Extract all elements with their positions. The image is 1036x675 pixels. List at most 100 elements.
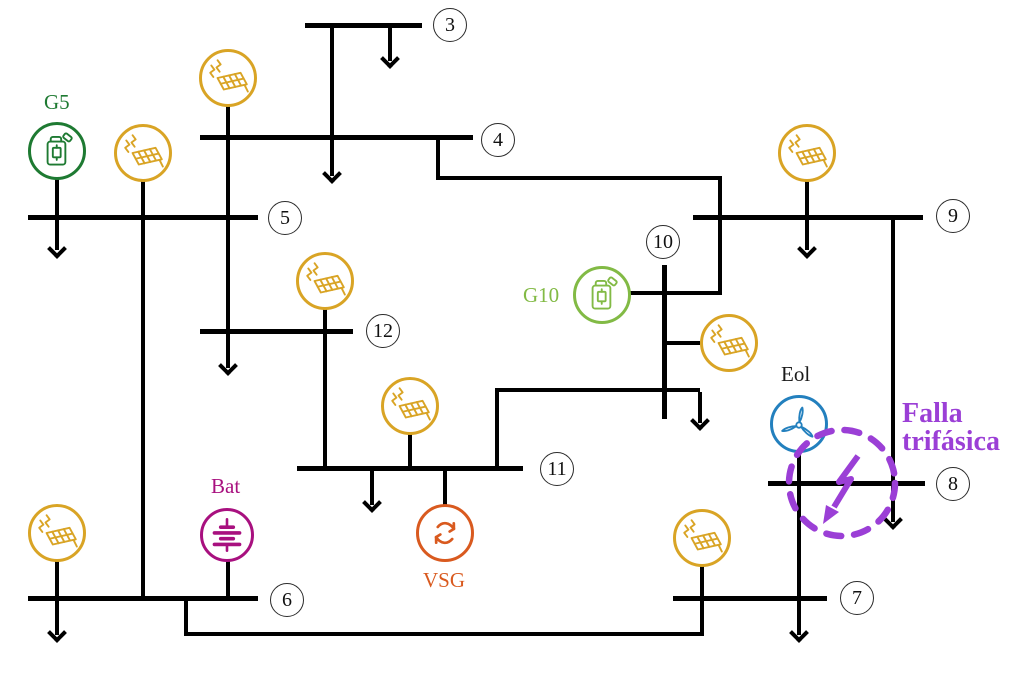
solar-panel-icon [124, 134, 164, 168]
battery-device [200, 508, 254, 562]
bus-9-bar [693, 215, 923, 220]
load-arrow-bus11 [370, 471, 374, 505]
bus-9-badge: 9 [936, 199, 970, 233]
load-arrow-bus3 [388, 28, 392, 61]
solar-panel-icon [683, 519, 723, 553]
solar-panel-icon [306, 262, 346, 296]
sync-arrows-icon [434, 521, 456, 545]
line-bus11-bus10-riser [495, 392, 499, 466]
line-bus12-bus11 [323, 334, 327, 466]
load-arrow-bus7 [797, 601, 801, 635]
fault-annotation-text: Falla trifásica [902, 400, 1000, 456]
load-arrow-bus4 [330, 140, 334, 176]
vsg-label: VSG [423, 568, 466, 592]
bus-12-bar [200, 329, 353, 334]
line-g10-bus10 [630, 291, 722, 295]
fault-annotation-line2: trifásica [902, 426, 1000, 457]
line-bus9-bus10 [718, 180, 722, 295]
line-bus8-bus7 [797, 486, 801, 596]
solar-panel-icon [38, 514, 78, 548]
load-arrowhead-bus7 [789, 623, 809, 643]
g10-label: G10 [523, 283, 560, 307]
wind-turbine-icon [781, 406, 814, 438]
bus-4-bar [200, 135, 473, 140]
g5-label: G5 [44, 90, 70, 114]
fault-annotation-line1: Falla [902, 398, 963, 429]
line-bus6-bus7-riser [700, 601, 704, 632]
load-arrowhead-bus11 [362, 493, 382, 513]
solar-pv-bus12 [296, 252, 354, 310]
line-bus10-solar [667, 341, 700, 345]
solar11-stem [408, 434, 412, 466]
load-arrowhead-bus10 [690, 411, 710, 431]
load-arrowhead-bus4 [322, 164, 342, 184]
wind-turbine-device [770, 395, 828, 453]
solar-panel-icon [710, 324, 750, 358]
solar5-stem [141, 181, 145, 215]
load-arrowhead-bus12 [218, 356, 238, 376]
bus-10-badge: 10 [646, 225, 680, 259]
solar12-stem [323, 309, 327, 329]
bus-3-badge: 3 [433, 8, 467, 42]
solar7-stem [700, 566, 704, 596]
bus-3-bar [305, 23, 422, 28]
generator-g10 [573, 266, 631, 324]
load-arrow-bus10 [698, 392, 702, 423]
solar-panel-icon [788, 134, 828, 168]
battery-label: Bat [211, 474, 241, 498]
eol-label: Eol [781, 362, 811, 386]
load-arrow-bus6 [55, 601, 59, 635]
vsg-stem [443, 471, 447, 506]
load-arrowhead-bus3 [380, 49, 400, 69]
lightning-fault-icon [823, 454, 861, 524]
line-bus11-bus10-horizontal [495, 388, 700, 392]
fault-dashed-circle [785, 426, 899, 540]
line-bus6-bus7-across [184, 632, 704, 636]
line-bus5-bus6 [141, 220, 145, 596]
solar-pv-bus4 [199, 49, 257, 107]
load-arrowhead-bus9 [797, 239, 817, 259]
line-bus4-bus5 [226, 140, 230, 215]
solar-panel-icon [391, 387, 431, 421]
solar4-stem [226, 106, 230, 135]
bus-7-bar [673, 596, 827, 601]
generator-g5 [28, 122, 86, 180]
solar-pv-bus6 [28, 504, 86, 562]
solar9-stem [805, 181, 809, 215]
load-arrowhead-bus6 [47, 623, 67, 643]
bus-11-badge: 11 [540, 452, 574, 486]
bus-6-bar [28, 596, 258, 601]
load-arrowhead-bus5 [47, 239, 67, 259]
g5-stem [55, 178, 59, 215]
bus-4-badge: 4 [481, 123, 515, 157]
load-arrow-bus8 [891, 486, 895, 522]
fuel-generator-icon [46, 132, 73, 166]
line-bus3-bus4 [330, 28, 334, 135]
bus-8-badge: 8 [936, 467, 970, 501]
line-bus4-step-down [436, 140, 440, 178]
bus-10-bar [662, 265, 667, 419]
battery-stem [226, 561, 230, 596]
solar-pv-bus9 [778, 124, 836, 182]
three-phase-fault-marker [785, 426, 899, 540]
bus-7-badge: 7 [840, 581, 874, 615]
solar-pv-bus7 [673, 509, 731, 567]
fuel-generator-icon [591, 276, 618, 310]
line-bus9-bus8 [891, 220, 895, 481]
bus-5-badge: 5 [268, 201, 302, 235]
solar-pv-bus5 [114, 124, 172, 182]
line-bus6-bus7-drop [184, 601, 188, 634]
solar-pv-bus10 [700, 314, 758, 372]
solar6-stem [55, 561, 59, 596]
solar-panel-icon [209, 59, 249, 93]
line-bus4-step-across [436, 176, 722, 180]
solar-pv-bus11 [381, 377, 439, 435]
bus-12-badge: 12 [366, 314, 400, 348]
bus-6-badge: 6 [270, 583, 304, 617]
load-arrow-bus12 [226, 334, 230, 368]
vsg-device [416, 504, 474, 562]
load-arrow-bus9 [805, 220, 809, 250]
bus-11-bar [297, 466, 523, 471]
eol-stem [797, 452, 801, 481]
